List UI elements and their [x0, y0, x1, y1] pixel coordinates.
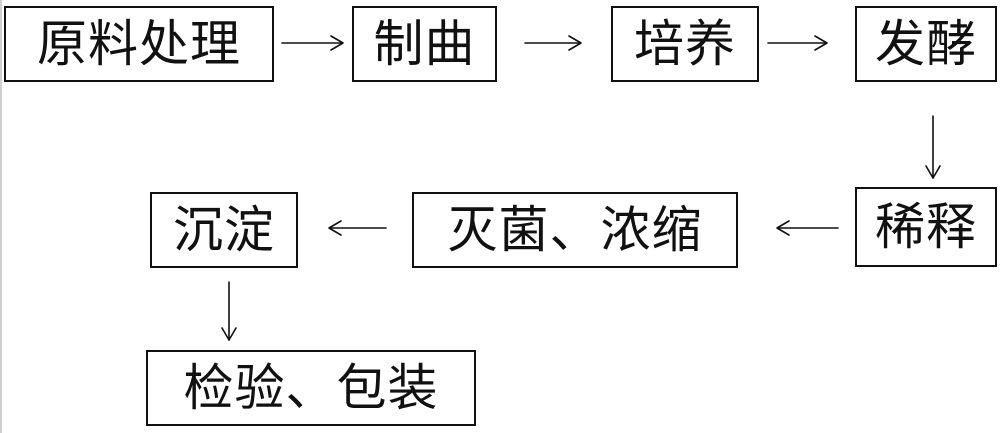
step-label: 发酵 [875, 15, 977, 73]
step-raw-material-processing: 原料处理 [4, 6, 274, 82]
step-koji-making: 制曲 [352, 6, 497, 82]
step-dilution: 稀释 [855, 187, 997, 267]
arrow-n1-to-n2 [281, 35, 344, 51]
step-label: 检验、包装 [183, 359, 439, 417]
arrow-n7-to-n8 [221, 281, 237, 341]
arrow-n6-to-n7 [328, 220, 387, 236]
step-sedimentation: 沉淀 [150, 192, 298, 268]
arrow-n2-to-n3 [524, 35, 582, 51]
step-cultivation: 培养 [611, 6, 759, 82]
step-label: 制曲 [373, 15, 476, 73]
arrow-n5-to-n6 [776, 220, 839, 236]
step-label: 培养 [634, 15, 736, 73]
step-sterilization-concentration: 灭菌、浓缩 [412, 192, 738, 268]
step-label: 沉淀 [173, 201, 275, 259]
arrow-n4-to-n5 [925, 115, 941, 179]
arrow-n3-to-n4 [767, 35, 828, 51]
step-inspection-packaging: 检验、包装 [146, 350, 476, 426]
step-label: 原料处理 [37, 15, 241, 73]
left-border-line [0, 0, 2, 433]
step-label: 灭菌、浓缩 [447, 201, 703, 259]
step-fermentation: 发酵 [855, 6, 997, 82]
step-label: 稀释 [875, 198, 977, 256]
